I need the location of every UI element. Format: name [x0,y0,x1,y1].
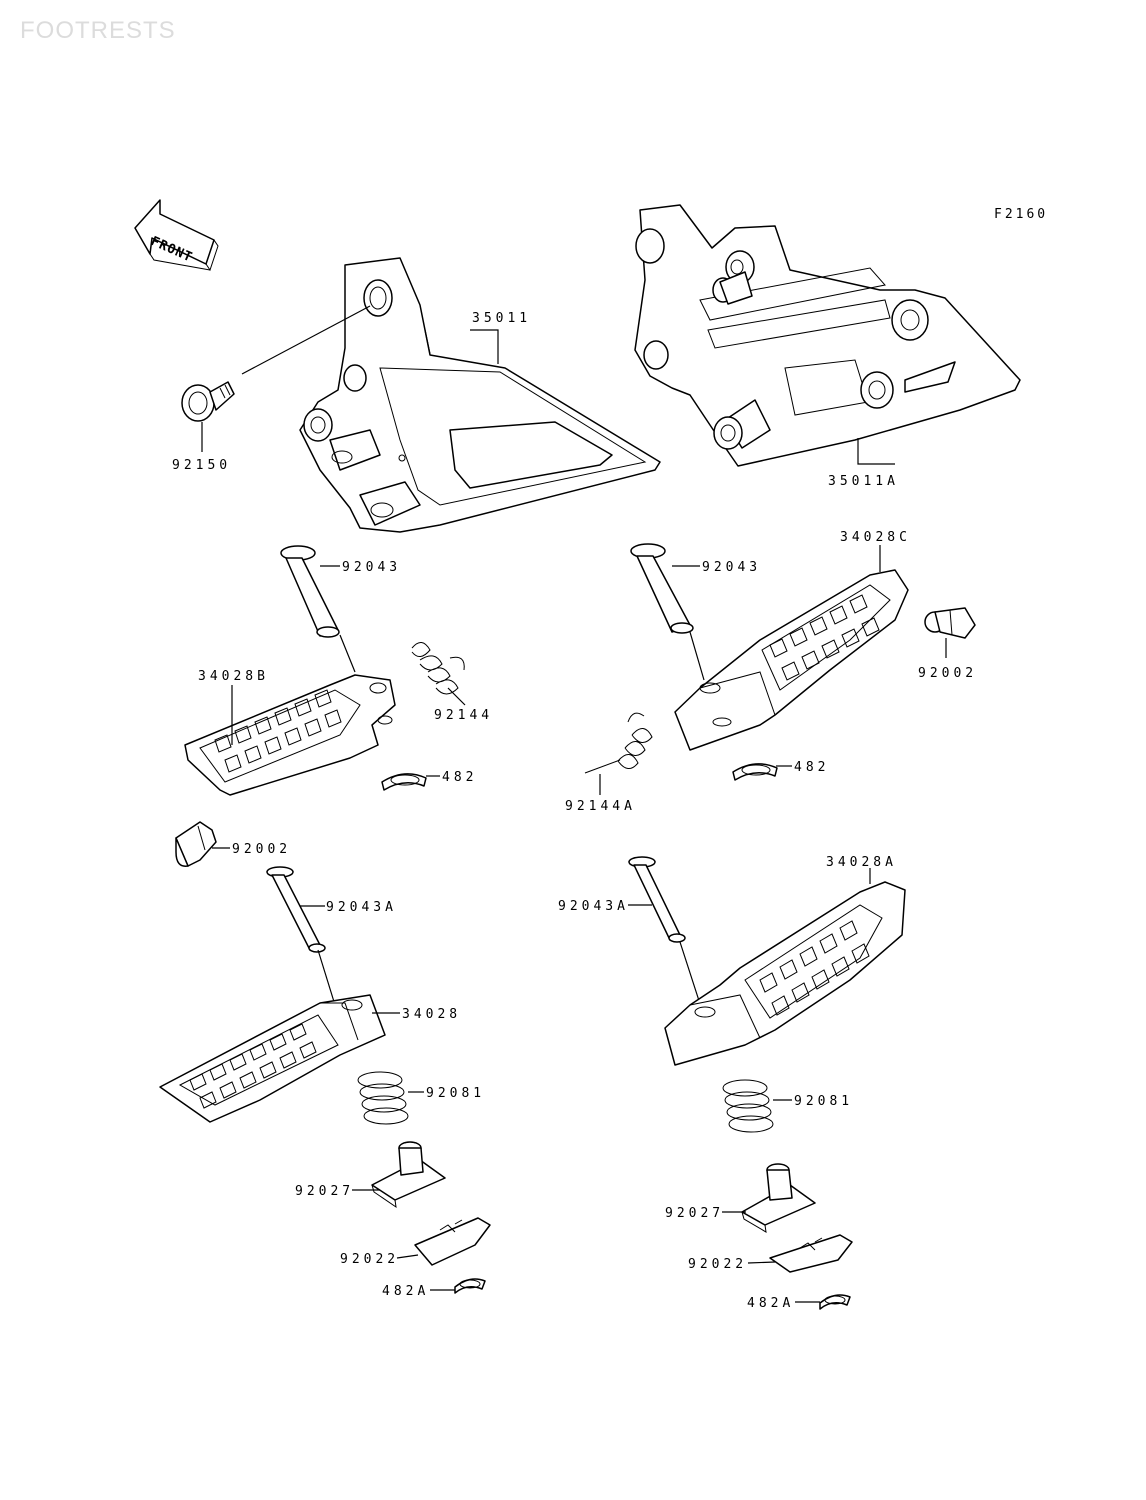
clip-482A-left [454,1278,486,1294]
washer-482-right [732,763,778,781]
part-label: 34028 [402,1007,461,1022]
pivot-92027-left [371,1141,446,1209]
part-label: 92144 [434,708,493,723]
spring-92144 [411,642,465,695]
bracket-35011 [299,257,661,533]
part-label: 92043 [702,560,761,575]
spring-92081-right [722,1079,774,1133]
part-label: 92027 [665,1206,724,1221]
part-label: 92002 [232,842,291,857]
part-label: 92027 [295,1184,354,1199]
plate-92022-left [414,1217,491,1266]
part-label: 92022 [688,1257,747,1272]
pivot-92027-right [741,1163,816,1233]
bolt-92002-right [924,607,976,639]
plate-92022-right [769,1234,853,1273]
clip-482A-right [819,1294,851,1310]
part-label: 92150 [172,458,231,473]
footpeg-34028A [664,881,906,1066]
part-label: 92002 [918,666,977,681]
part-label: 34028C [840,530,911,545]
part-label: 92081 [426,1086,485,1101]
page-title: FOOTRESTS [20,17,176,44]
footpeg-34028B [184,674,396,796]
part-label: 92144A [565,799,636,814]
part-label: 35011 [472,311,531,326]
pin-92043A-left [266,866,326,953]
front-arrow-icon: FRONT [134,199,219,272]
washer-482-left [381,773,427,791]
part-label: 482A [747,1296,794,1311]
pin-92043-left [280,545,340,638]
part-label: 482 [442,770,477,785]
bolt-92150 [181,381,235,422]
pin-92043A-right [628,856,686,943]
part-label: 482A [382,1284,429,1299]
part-label: 34028A [826,855,897,870]
spring-92144A [584,712,653,774]
footpeg-34028 [159,994,386,1123]
part-label: 92043A [326,900,397,915]
part-label: 482 [794,760,829,775]
part-label: 92081 [794,1094,853,1109]
part-label: 92022 [340,1252,399,1267]
part-label: 92043A [558,899,629,914]
footpeg-34028C [674,569,909,751]
spring-92081-left [357,1071,409,1125]
figure-code: F2160 [994,207,1048,222]
bolt-92002-left [175,821,217,867]
part-label: 92043 [342,560,401,575]
part-label: 35011A [828,474,899,489]
pin-92043-right [630,543,694,634]
part-label: 34028B [198,669,269,684]
bracket-35011A [634,204,1021,467]
